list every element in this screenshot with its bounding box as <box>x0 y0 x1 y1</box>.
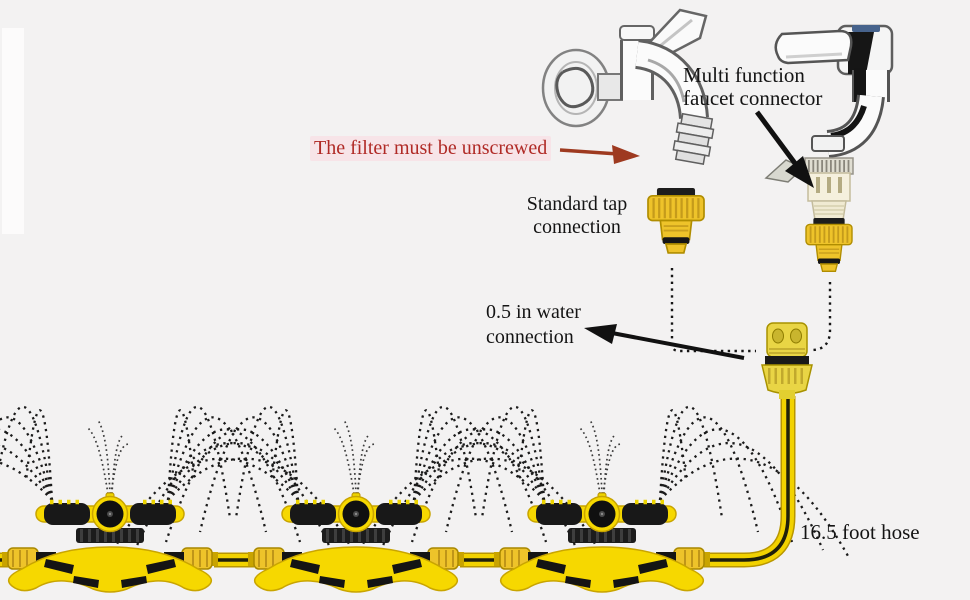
sprinkler-2 <box>248 493 464 592</box>
wall-faucet-icon <box>541 8 715 165</box>
multi-function-connector-label: Multi function faucet connector <box>683 64 822 110</box>
standard-tap-connector-icon <box>647 188 705 254</box>
water-connection-arrow <box>584 324 745 360</box>
hose <box>0 396 796 568</box>
multi-function-connector-icon <box>764 157 854 221</box>
standard-tap-line2: connection <box>533 216 621 238</box>
guide-dotted-left <box>670 268 756 353</box>
multi-function-arrow <box>754 110 814 188</box>
sprinkler-3 <box>494 493 710 592</box>
water-connection-line1: 0.5 in water <box>486 301 581 323</box>
water-connection-line2: connection <box>486 326 574 348</box>
standard-tap-connection-label: Standard tap connection <box>512 193 642 239</box>
hose-quick-connector-icon <box>761 322 813 399</box>
multi-function-line2: faucet connector <box>683 86 823 110</box>
guide-dotted-right <box>812 282 832 352</box>
multi-function-line1: Multi function <box>683 63 805 87</box>
water-connection-label: 0.5 in water connection <box>486 300 581 350</box>
multi-connector-tap-end-icon <box>805 218 853 273</box>
lever-faucet-icon <box>774 24 894 158</box>
filter-note-arrow <box>559 145 640 164</box>
sprinkler-1 <box>2 493 218 592</box>
faucet-thread-tip <box>672 112 715 165</box>
background-strip <box>2 28 24 234</box>
hose-length-label: 16.5 foot hose <box>800 520 920 544</box>
standard-tap-line1: Standard tap <box>526 193 628 215</box>
filter-note-label: The filter must be unscrewed <box>310 136 552 161</box>
